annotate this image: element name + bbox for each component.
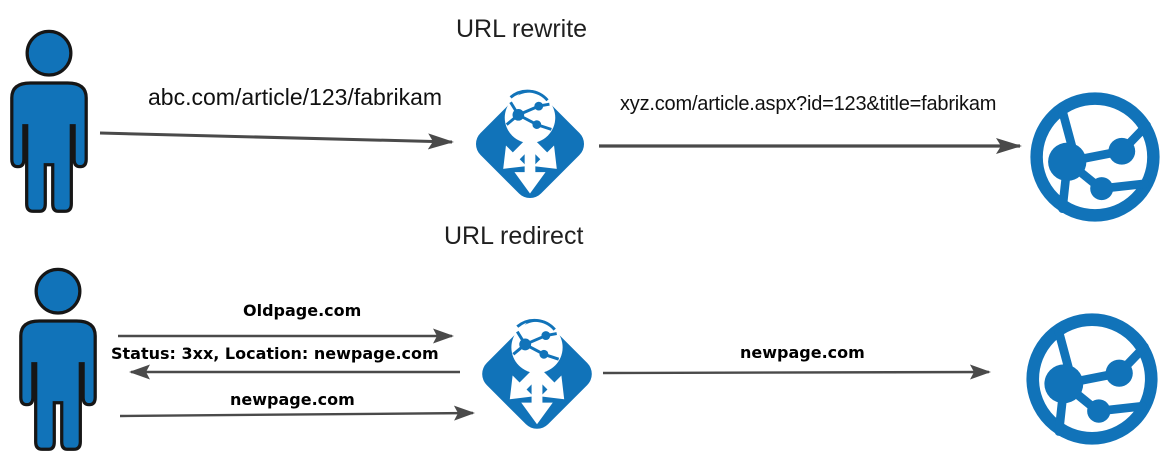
user-icon (10, 29, 88, 213)
redirect-followup-arrow (119, 405, 475, 421)
redirect-request-label: Oldpage.com (243, 301, 362, 320)
url-redirect-title: URL redirect (444, 222, 584, 250)
rewrite-result-label: xyz.com/article.aspx?id=123&title=fabrik… (620, 93, 997, 115)
user-icon (19, 267, 97, 451)
rewrite-request-label: abc.com/article/123/fabrikam (148, 84, 443, 110)
rewrite-request-arrow (99, 131, 454, 150)
redirect-forward-arrow (602, 364, 991, 380)
redirect-forward-label: newpage.com (740, 343, 865, 362)
url-rewrite-title: URL rewrite (456, 15, 588, 43)
redirect-followup-label: newpage.com (230, 390, 355, 409)
redirect-response-label: Status: 3xx, Location: newpage.com (111, 344, 439, 363)
application-gateway-icon (468, 82, 592, 206)
web-app-icon (1027, 90, 1163, 224)
web-app-icon (1024, 311, 1160, 447)
application-gateway-icon (474, 311, 600, 437)
